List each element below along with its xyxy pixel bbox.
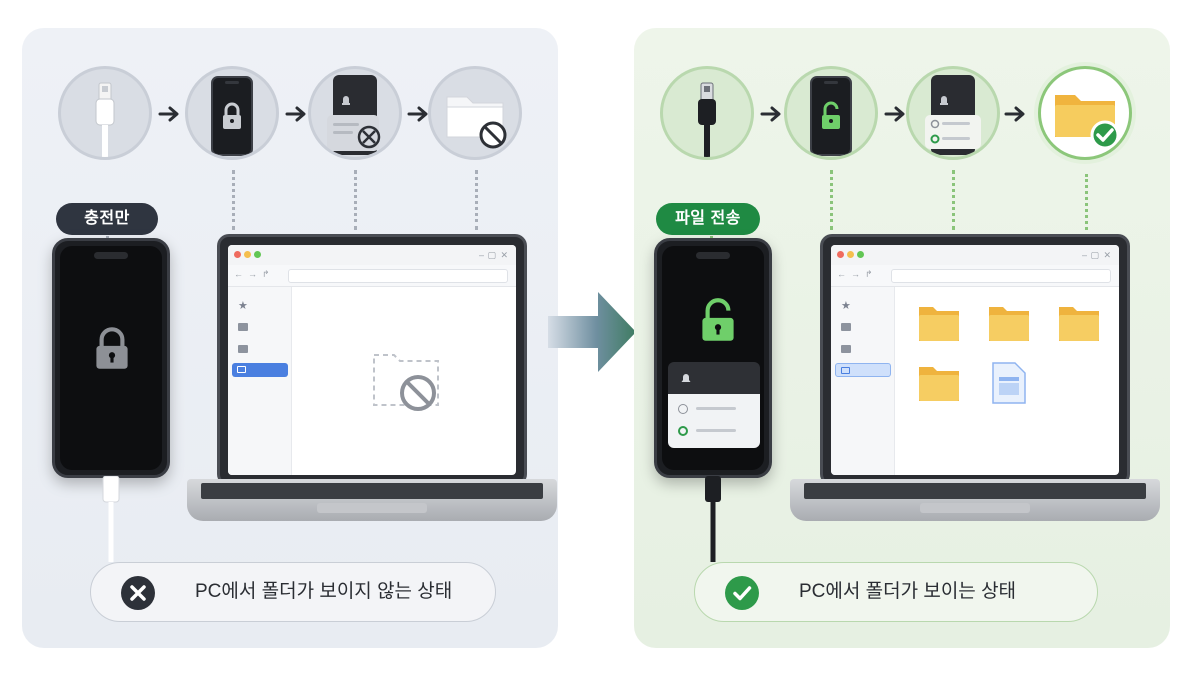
nav-item-selected[interactable] [232, 363, 288, 377]
usb-options-card [668, 394, 760, 448]
close-dot-icon[interactable] [837, 251, 844, 258]
notification-blocked-icon [327, 75, 381, 155]
connector-line [830, 170, 833, 230]
transition-arrow-icon [548, 292, 636, 372]
connector-line [952, 170, 955, 230]
minimize-dot-icon[interactable] [244, 251, 251, 258]
status-text: PC에서 폴더가 보이지 않는 상태 [195, 581, 453, 602]
step-usb-cable [660, 66, 754, 160]
folder-blocked-icon [446, 96, 507, 149]
connector-line [1085, 174, 1088, 230]
folder-icon[interactable] [238, 323, 248, 331]
star-icon[interactable]: ★ [238, 300, 248, 312]
charging-only-badge: 충전만 [56, 203, 158, 235]
file-explorer-window: – ▢ ✕ ← → ↱ ★ [228, 245, 516, 475]
folder-icon[interactable] [917, 363, 961, 403]
file-transfer-panel: 파일 전송 [634, 28, 1170, 648]
notification-header [668, 362, 760, 394]
folder-checked-icon [1055, 95, 1120, 150]
trackpad [317, 503, 427, 513]
status-not-visible: PC에서 폴더가 보이지 않는 상태 [90, 562, 496, 622]
address-bar[interactable] [891, 269, 1111, 283]
forward-icon[interactable]: → [851, 269, 860, 279]
folder-icon[interactable] [917, 303, 961, 343]
folder-icon[interactable] [1057, 303, 1101, 343]
missing-folder-icon [373, 354, 439, 411]
usb-cable-black [705, 476, 721, 562]
window-close-icon[interactable]: ✕ [500, 250, 508, 260]
window-restore-icon[interactable]: ▢ [1090, 250, 1099, 260]
x-circle-icon [121, 576, 155, 610]
arrow-right-icon [1004, 106, 1025, 122]
window-restore-icon[interactable]: ▢ [487, 250, 496, 260]
file-explorer-window: – ▢ ✕ ← → ↱ ★ [831, 245, 1119, 475]
window-minimize-icon[interactable]: – [1081, 250, 1087, 260]
download-folder-icon[interactable] [841, 345, 851, 353]
bell-icon [681, 374, 691, 382]
file-transfer-badge: 파일 전송 [656, 203, 760, 235]
close-dot-icon[interactable] [234, 251, 241, 258]
folder-icon [841, 367, 850, 374]
document-icon[interactable] [991, 361, 1027, 405]
step-folder-blocked [428, 66, 522, 160]
step-locked-phone [185, 66, 279, 160]
notification-options-icon [925, 75, 981, 155]
back-icon[interactable]: ← [234, 269, 243, 279]
download-folder-icon[interactable] [238, 345, 248, 353]
minimize-dot-icon[interactable] [847, 251, 854, 258]
maximize-dot-icon[interactable] [857, 251, 864, 258]
maximize-dot-icon[interactable] [254, 251, 261, 258]
lock-icon [96, 327, 128, 369]
navigation-pane: ★ [228, 287, 292, 475]
back-icon[interactable]: ← [837, 269, 846, 279]
step-notification-blocked [308, 66, 402, 160]
phone-screen [60, 246, 162, 470]
navigation-pane: ★ [831, 287, 895, 475]
radio-file-transfer[interactable] [678, 426, 688, 436]
folder-icon[interactable] [841, 323, 851, 331]
connector-line [475, 170, 478, 230]
up-icon[interactable]: ↱ [865, 269, 873, 279]
keyboard [804, 483, 1146, 499]
window-minimize-icon[interactable]: – [478, 250, 484, 260]
folder-icon[interactable] [987, 303, 1031, 343]
keyboard [201, 483, 543, 499]
phone-unlocked [654, 238, 772, 478]
step-notification-options [906, 66, 1000, 160]
phone-locked [52, 238, 170, 478]
connector-line [232, 170, 235, 230]
connector-line [354, 170, 357, 230]
arrow-right-icon [158, 106, 179, 122]
charging-only-panel: 충전만 [22, 28, 558, 648]
phone-screen [662, 246, 764, 470]
check-circle-icon [725, 576, 759, 610]
arrow-right-icon [884, 106, 905, 122]
radio-charging-only[interactable] [678, 404, 688, 414]
trackpad [920, 503, 1030, 513]
step-usb-cable [58, 66, 152, 160]
usb-cable-icon [95, 82, 115, 157]
usb-cable-white [102, 476, 120, 562]
up-icon[interactable]: ↱ [262, 269, 270, 279]
arrow-right-icon [285, 106, 306, 122]
arrow-right-icon [407, 106, 428, 122]
address-bar[interactable] [288, 269, 508, 283]
folder-icon [237, 366, 246, 373]
step-folder-checked [1038, 66, 1132, 160]
arrow-right-icon [760, 106, 781, 122]
status-text: PC에서 폴더가 보이는 상태 [799, 581, 1017, 602]
unlocked-phone-icon [810, 76, 852, 156]
nav-item-selected[interactable] [835, 363, 891, 377]
unlock-icon [702, 298, 734, 341]
forward-icon[interactable]: → [248, 269, 257, 279]
usb-cable-icon [698, 82, 716, 157]
star-icon[interactable]: ★ [841, 300, 851, 312]
locked-phone-icon [211, 76, 253, 156]
status-visible: PC에서 폴더가 보이는 상태 [694, 562, 1098, 622]
step-unlocked-phone [784, 66, 878, 160]
window-close-icon[interactable]: ✕ [1103, 250, 1111, 260]
